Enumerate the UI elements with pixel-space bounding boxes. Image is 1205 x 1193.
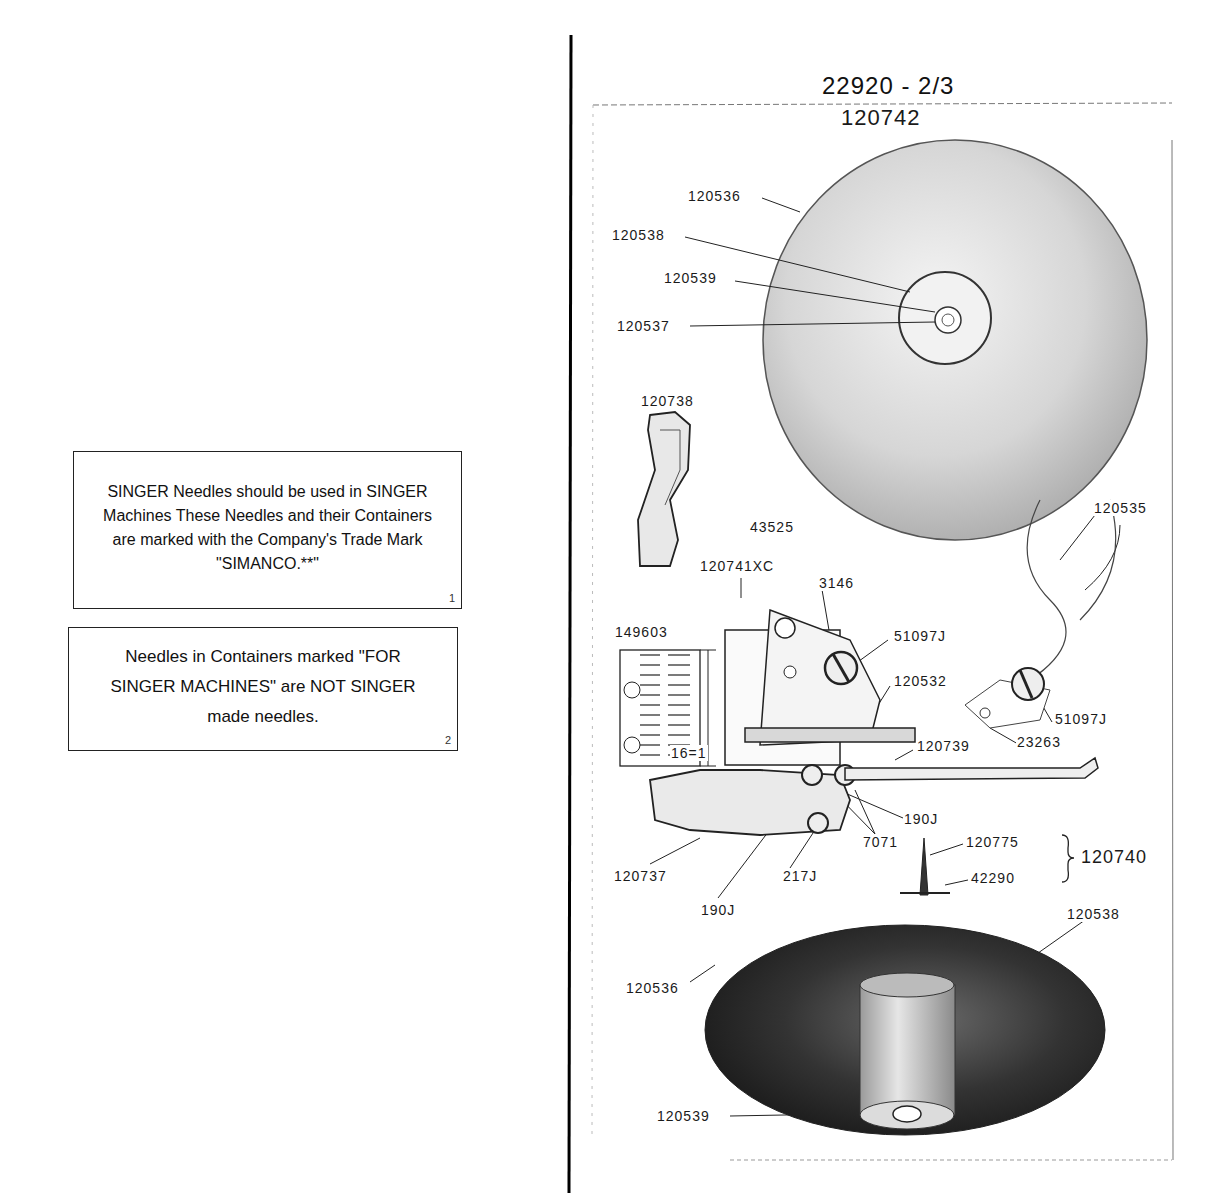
cylinder-hole	[893, 1106, 921, 1122]
callout-number: 120537	[616, 318, 671, 334]
cylinder-bottom	[860, 1101, 954, 1129]
dimension-tick	[700, 766, 716, 767]
footnote-number: 2	[445, 734, 451, 746]
needle	[920, 838, 928, 895]
pin	[784, 666, 796, 678]
callout-number: 120738	[640, 393, 695, 409]
disc-underside	[705, 925, 1105, 1135]
notice-text: Needles in Containers marked "FOR SINGER…	[69, 632, 457, 742]
callout-number: 51097J	[1054, 711, 1108, 727]
notice-box: SINGER Needles should be used in SINGER …	[73, 451, 462, 609]
screw	[808, 813, 828, 833]
slide-bar	[745, 728, 915, 742]
callout-number: 120539	[656, 1108, 711, 1124]
guide-detail	[660, 430, 680, 505]
callout-number: 190J	[903, 811, 939, 827]
pin	[980, 708, 990, 718]
callout-number: 120532	[893, 673, 948, 689]
screw	[775, 618, 795, 638]
catalog-number: 120742	[840, 106, 921, 130]
callout-number: 120538	[611, 227, 666, 243]
hole	[624, 682, 640, 698]
notice-text: SINGER Needles should be used in SINGER …	[74, 470, 461, 586]
callout-number: 120536	[687, 188, 742, 204]
frame-line	[730, 1160, 1172, 1161]
frame-line	[593, 103, 1172, 105]
rod	[845, 758, 1098, 780]
callout-number: 120740	[1080, 847, 1148, 867]
callout-number: 120737	[613, 868, 668, 884]
callout-number: 7071	[862, 834, 899, 850]
screw-slot	[1020, 670, 1032, 698]
callout-number: 3146	[818, 575, 855, 591]
screw	[802, 765, 822, 785]
callout-number: 120539	[663, 270, 718, 286]
divider-line	[569, 35, 571, 1193]
callout-number: 51097J	[893, 628, 947, 644]
cylinder-top	[860, 973, 954, 997]
callout-number: 120535	[1093, 500, 1148, 516]
bracket	[1062, 835, 1074, 882]
screw-slot	[833, 654, 849, 682]
hole	[624, 737, 640, 753]
notice-box: Needles in Containers marked "FOR SINGER…	[68, 627, 458, 751]
spring-strip	[1080, 500, 1116, 620]
callout-number: 42290	[970, 870, 1016, 886]
screw	[825, 652, 857, 684]
disc	[763, 140, 1147, 540]
dimension-line	[708, 650, 709, 766]
frame-line	[592, 105, 593, 1140]
spring-strip	[1027, 500, 1066, 680]
disc-hub-cylinder	[860, 985, 955, 1115]
screw	[1012, 668, 1044, 700]
footnote-number: 1	[449, 592, 455, 604]
callout-number: 217J	[782, 868, 818, 884]
callout-number: 190J	[700, 902, 736, 918]
callout-number: 120741XC	[699, 558, 775, 574]
disc-hub	[899, 272, 991, 364]
callout-number: 120775	[965, 834, 1020, 850]
callout-number: 43525	[749, 519, 795, 535]
callout-number: 120739	[916, 738, 971, 754]
dimension-tick	[700, 650, 716, 651]
presser-body	[760, 610, 880, 745]
guide-part	[638, 412, 690, 566]
hub-screw	[942, 314, 954, 326]
needle-base	[900, 892, 950, 894]
callout-number: 16=1	[670, 745, 708, 761]
callout-number: 120538	[1066, 906, 1121, 922]
feed-teeth	[640, 655, 690, 755]
frame-line	[1172, 140, 1173, 1160]
page-number: 22920 - 2/3	[822, 72, 954, 100]
callout-number: 23263	[1016, 734, 1062, 750]
callout-number: 120536	[625, 980, 680, 996]
hub-hole	[935, 307, 961, 333]
callout-number: 149603	[614, 624, 669, 640]
